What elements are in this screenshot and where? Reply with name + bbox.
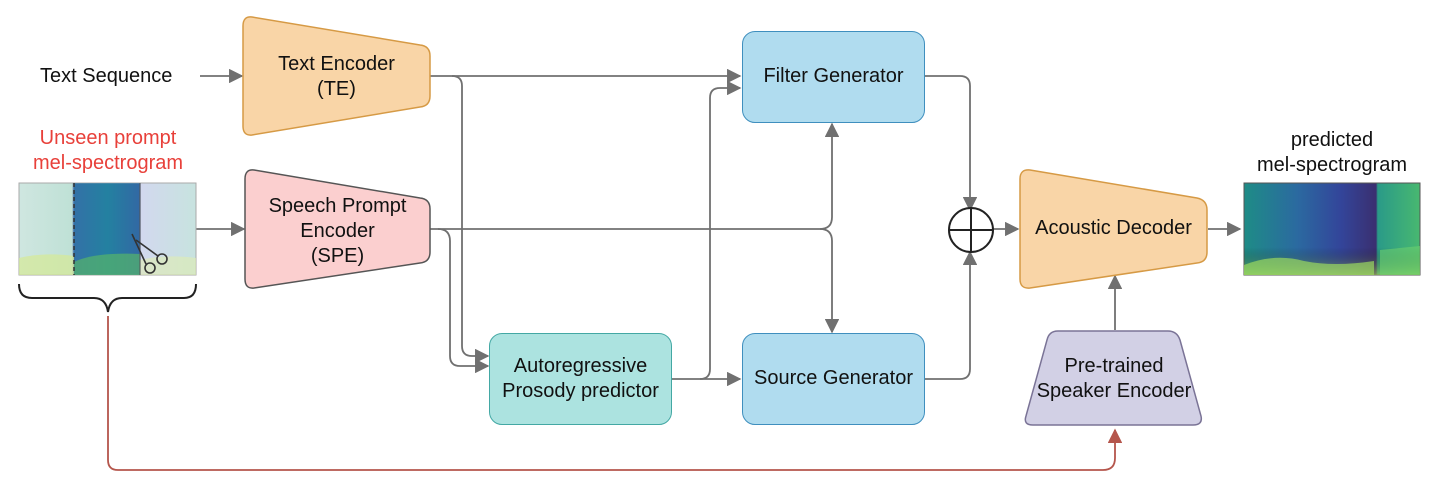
filter-generator-label: Filter Generator xyxy=(763,65,904,87)
spe-label-abbr: (SPE) xyxy=(310,245,365,267)
output-spectrogram xyxy=(1243,182,1421,276)
prosody-predictor-box xyxy=(489,333,672,425)
acoustic-decoder-shape xyxy=(1019,169,1208,289)
text-encoder-shape xyxy=(242,16,431,136)
prompt-title-line2: mel-spectrogram xyxy=(32,152,184,174)
output-title-line2: mel-spectrogram xyxy=(1256,154,1408,176)
arrow-filter-to-sum xyxy=(925,75,978,212)
filter-generator-box xyxy=(742,31,925,123)
sum-node xyxy=(948,207,994,253)
prompt-segment-brace xyxy=(18,283,197,313)
speaker-encoder-label-line1: Pre-trained xyxy=(1064,355,1164,377)
arrow-prosody-to-filter xyxy=(699,80,742,380)
arrow-source-to-sum xyxy=(925,250,978,380)
text-sequence-label: Text Sequence xyxy=(40,65,173,87)
text-encoder-abbr: (TE) xyxy=(317,78,356,100)
source-generator-box xyxy=(742,333,925,425)
speech-prompt-encoder-shape xyxy=(244,169,431,289)
spe-label-line1: Speech Prompt xyxy=(268,195,407,217)
text-encoder-label: Text Encoder xyxy=(278,53,395,75)
arrow-te-to-prosody xyxy=(451,75,490,364)
arrow-prompt-to-speaker-encoder xyxy=(107,316,1123,471)
arrow-spe-to-source xyxy=(819,228,840,334)
speaker-encoder-shape xyxy=(1024,330,1203,426)
prosody-label-line2: Prosody predictor xyxy=(502,380,659,402)
prosody-label-line1: Autoregressive xyxy=(513,355,648,377)
prompt-spectrogram xyxy=(18,182,197,276)
acoustic-decoder-label: Acoustic Decoder xyxy=(1035,217,1192,239)
speaker-encoder-label-line2: Speaker Encoder xyxy=(1036,380,1192,402)
spe-label-line2: Encoder xyxy=(300,220,375,242)
prompt-title-line1: Unseen prompt xyxy=(39,127,177,149)
scissors-icon xyxy=(131,233,168,274)
output-title-line1: predicted xyxy=(1290,129,1374,151)
source-generator-label: Source Generator xyxy=(754,367,913,389)
connectors xyxy=(150,68,1242,387)
arrow-spe-to-filter xyxy=(430,122,840,230)
arrow-spe-to-prosody xyxy=(437,228,490,374)
